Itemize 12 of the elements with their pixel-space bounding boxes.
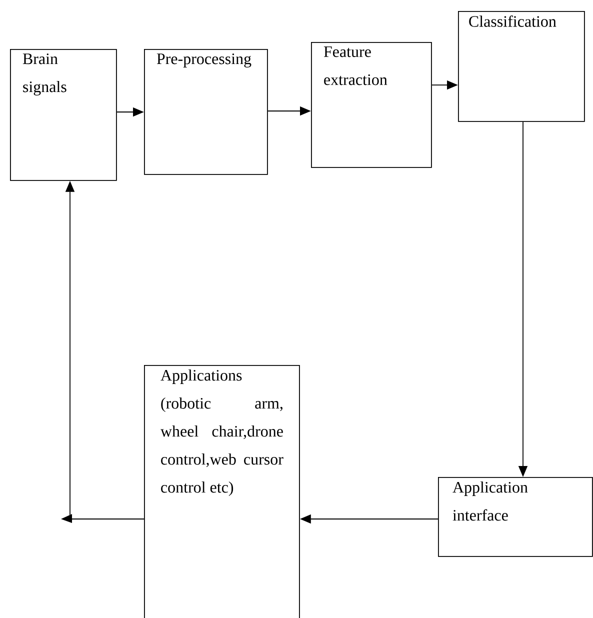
process-box (10, 49, 117, 181)
box-text: Brain signals (22, 53, 66, 96)
process-box (311, 42, 432, 168)
box-text: Feature extraction (324, 46, 388, 86)
box-text: Applications (robotic arm, wheel chair,drone control,web cursor control etc) (160, 369, 284, 496)
box-text: Application interface (452, 481, 528, 521)
box-text: Pre-processing (156, 53, 252, 68)
box-text: Classification (469, 15, 556, 27)
process-box (458, 11, 585, 122)
process-box (144, 49, 268, 175)
process-box (144, 365, 300, 618)
process-box (438, 477, 593, 557)
